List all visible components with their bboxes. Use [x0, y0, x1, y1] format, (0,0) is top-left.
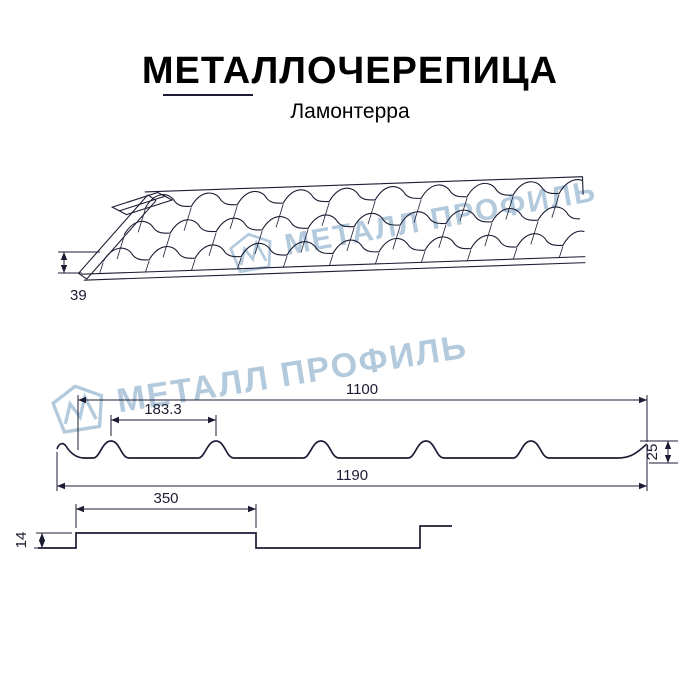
title-divider	[163, 94, 253, 96]
step-profile-outline	[38, 525, 452, 549]
longitudinal-step-profile: 350 14	[13, 490, 452, 549]
dim-25-label: 25	[644, 444, 661, 461]
roof-wave-row-3	[102, 230, 585, 262]
profile-outline	[56, 440, 648, 459]
dim-39-label: 39	[70, 287, 87, 304]
dimension-cover-width: 1100	[77, 381, 648, 450]
dimension-step-height: 14	[13, 532, 72, 549]
dim-14-extension-lines	[34, 532, 72, 549]
dim-1190-label: 1190	[336, 467, 368, 484]
roof-wave-row-2	[123, 206, 580, 235]
dimension-module-length: 350	[75, 490, 257, 528]
watermark-top: МЕТАЛЛ ПРОФИЛЬ	[227, 172, 600, 276]
page-subtitle: Ламонтерра	[290, 100, 410, 123]
dim-14-label: 14	[13, 532, 30, 549]
profile-cross-section: 1100 183.3 25 1190	[56, 381, 678, 491]
roof-wave-row-1	[144, 179, 583, 209]
dim-183-label: 183.3	[144, 401, 182, 418]
dim-1100-label: 1100	[346, 381, 378, 398]
roof-tile-joints	[99, 194, 564, 274]
roof-perspective-view	[78, 176, 586, 281]
roof-ridge-cap	[110, 191, 174, 216]
dimension-overall-width: 1190	[56, 446, 648, 491]
dimension-eave-step: 39	[58, 251, 100, 304]
dimension-wave-pitch: 183.3	[110, 401, 217, 436]
roof-top-edge	[144, 176, 584, 195]
dim-350-extension-lines	[75, 504, 257, 528]
page-title: МЕТАЛЛОЧЕРЕПИЦА	[141, 50, 559, 92]
dimension-profile-height: 25	[640, 440, 678, 464]
dim-1100-extension-lines	[77, 395, 648, 450]
metall-profil-logo-icon	[48, 380, 109, 437]
watermark-center: МЕТАЛЛ ПРОФИЛЬ	[48, 323, 471, 437]
roof-eave-edge	[81, 256, 586, 281]
roof-rake-board	[78, 194, 157, 280]
metall-profil-logo-icon	[227, 229, 277, 276]
dim-183-extension-lines	[110, 415, 217, 436]
dim-350-label: 350	[153, 490, 178, 507]
dim-25-extension-lines	[640, 440, 678, 464]
